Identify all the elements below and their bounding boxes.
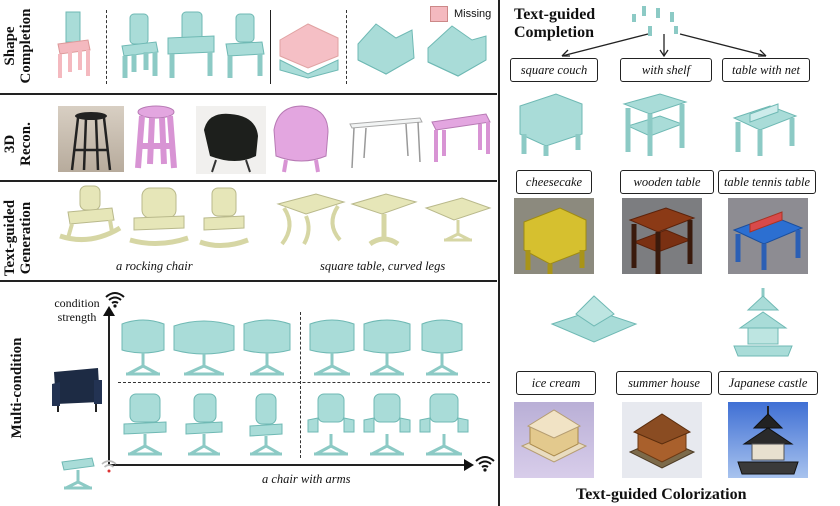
gen-square-table-2 [350, 193, 418, 247]
photo-black-armchair [196, 106, 266, 174]
multi-chair-top-2 [173, 320, 235, 376]
multi-chair-bottom-5 [363, 393, 411, 456]
recon-table-pink [431, 113, 491, 162]
completed-shelf-table [622, 93, 688, 156]
prompt-table-with-net: table with net [722, 58, 810, 82]
gen-square-table-1 [276, 193, 346, 246]
missing-legend: Missing [430, 5, 492, 23]
completed-chair-2 [167, 11, 215, 78]
partial-input-shape [632, 6, 678, 36]
prompt-japanese-castle: Japanese castle [718, 371, 818, 395]
multi-chair-top-4 [309, 319, 355, 376]
completed-chair-1 [121, 13, 159, 78]
divider-row1 [0, 93, 497, 95]
dash-divider-multi-v [300, 312, 301, 458]
prompt-wooden-table: wooden table [620, 170, 714, 194]
missing-legend-label: Missing [454, 8, 492, 21]
prompt-cheesecake: cheesecake [516, 170, 592, 194]
render-ice-cream-house [514, 402, 594, 478]
x-axis-arrowhead [464, 459, 474, 471]
y-axis-label: condition strength [54, 296, 100, 324]
wifi-weak-icon [101, 460, 117, 473]
branch-arrows [561, 33, 767, 58]
main-vertical-divider [498, 0, 500, 506]
multi-chair-top-5 [363, 319, 411, 376]
recon-armchair-pink [273, 105, 329, 173]
gen-square-table-3 [424, 197, 492, 242]
row-label-multi-condition: Multi-condition [9, 337, 25, 439]
solid-divider-shape [270, 10, 271, 84]
photo-bar-stool [58, 106, 124, 172]
multi-chair-bottom-3 [249, 393, 283, 456]
caption-rocking-chair: a rocking chair [116, 259, 193, 273]
multi-chair-bottom-1 [123, 393, 167, 456]
input-castle-shape [733, 288, 793, 357]
render-japanese-castle [728, 402, 808, 478]
dash-divider-shape2 [346, 10, 347, 84]
dash-divider-shape1 [106, 10, 107, 84]
multi-chair-bottom-2 [185, 393, 223, 456]
photo-navy-armchair [50, 362, 104, 414]
bottom-title: Text-guided Colorization [576, 486, 747, 503]
photo-glass-table [346, 114, 424, 170]
caption-square-table: square table, curved legs [320, 259, 446, 273]
recon-stool-pink [135, 105, 177, 169]
y-axis-arrowhead [103, 306, 115, 316]
render-cheesecake-couch [514, 198, 594, 274]
multi-chair-top-1 [121, 319, 165, 376]
multi-chair-top-6 [421, 319, 463, 376]
row-label-shape-completion: Shape Completion [2, 8, 34, 84]
divider-row3 [0, 280, 497, 282]
partial-house-pink [279, 23, 339, 79]
completed-square-couch [519, 93, 583, 156]
completed-house-2 [427, 25, 487, 77]
prompt-with-shelf: with shelf [620, 58, 712, 82]
prompt-summer-house: summer house [616, 371, 712, 395]
x-axis-label: a chair with arms [262, 472, 351, 486]
render-tennis-table [728, 198, 808, 274]
multi-chair-top-3 [243, 319, 291, 376]
partial-chair-pink [57, 11, 91, 78]
small-partial-chair [61, 457, 95, 490]
divider-row2 [0, 180, 497, 182]
prompt-ice-cream: ice cream [516, 371, 596, 395]
gen-rocking-chair-2 [129, 187, 189, 246]
dash-divider-multi-h [118, 382, 490, 383]
row-label-3d-recon: 3D Recon. [2, 122, 34, 166]
y-axis [108, 312, 110, 464]
wifi-strong-icon [105, 292, 125, 308]
completed-house-1 [357, 23, 415, 75]
x-axis [108, 464, 468, 466]
right-title: Text-guided Completion [514, 6, 596, 41]
render-summer-house [622, 402, 702, 478]
multi-chair-bottom-4 [307, 393, 355, 456]
render-wooden-table [622, 198, 702, 274]
completed-net-table [732, 103, 798, 156]
gen-rocking-chair-1 [59, 185, 122, 243]
input-house-shape [550, 295, 638, 343]
prompt-square-couch: square couch [510, 58, 598, 82]
wifi-strong-icon-x [475, 456, 495, 472]
gen-rocking-chair-3 [199, 187, 249, 248]
row-label-text-guided-generation: Text-guided Generation [2, 199, 34, 277]
multi-chair-bottom-6 [419, 393, 469, 456]
completed-chair-3 [225, 13, 265, 78]
prompt-table-tennis-table: table tennis table [718, 170, 816, 194]
